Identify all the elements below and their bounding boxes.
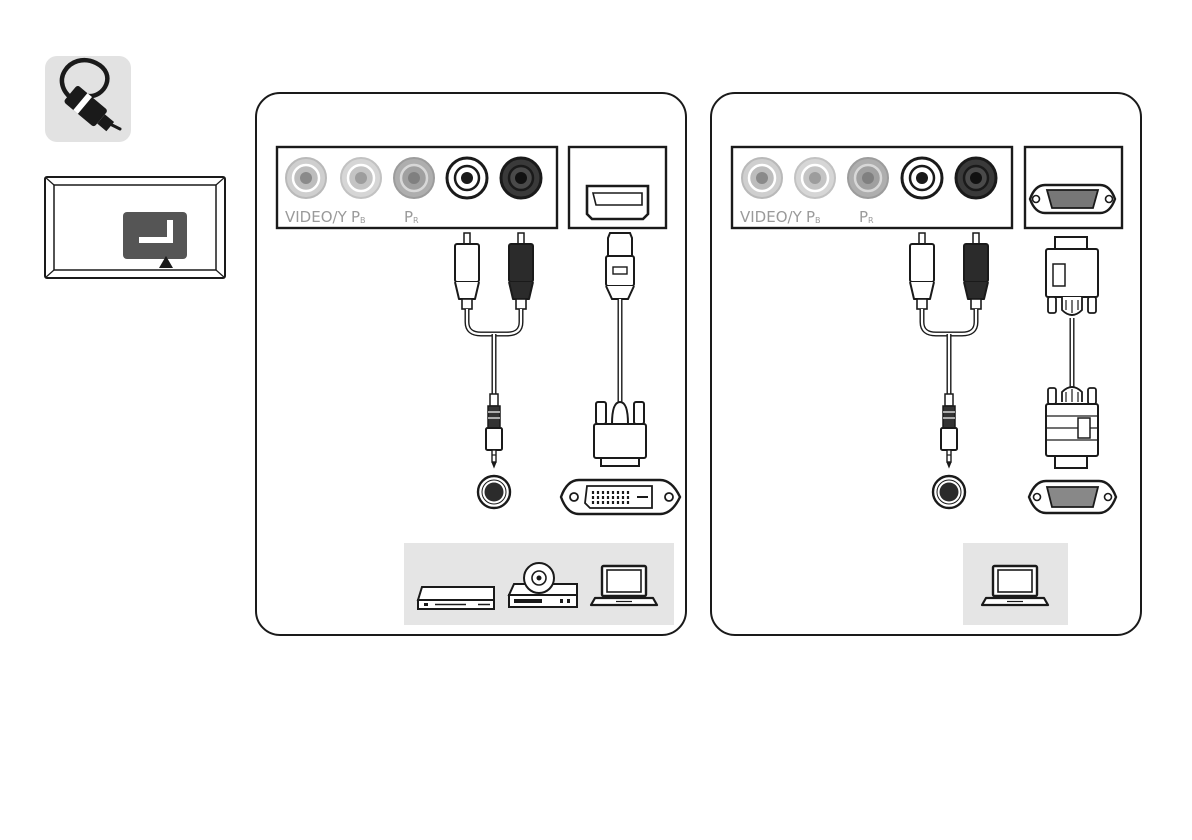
cable-category-icon: [45, 56, 131, 142]
vga-port-icon: [1030, 185, 1115, 213]
laptop-icon: [591, 566, 657, 605]
video-y-label: VIDEO/Y: [285, 208, 348, 226]
audio-right-jack: [501, 158, 541, 198]
video-y-jack: [742, 158, 782, 198]
dvi-port-icon: [561, 480, 680, 514]
pb-jack: [795, 158, 835, 198]
panel-hdmi-dvi: VIDEO/Y PB PR: [256, 93, 686, 635]
audio-left-jack: [902, 158, 942, 198]
audio-input-jack: [478, 476, 510, 508]
audio-right-jack: [956, 158, 996, 198]
tv-port-location-icon: [45, 177, 225, 278]
pb-jack: [341, 158, 381, 198]
audio-input-jack: [933, 476, 965, 508]
audio-left-jack: [447, 158, 487, 198]
pr-jack: [394, 158, 434, 198]
vga-source-port-icon: [1029, 481, 1116, 513]
laptop-icon: [982, 566, 1048, 605]
video-y-label: VIDEO/Y: [740, 208, 803, 226]
panel-rgb-vga: VIDEO/Y PB PR: [711, 93, 1141, 635]
dvd-player-icon: [418, 587, 494, 609]
pr-jack: [848, 158, 888, 198]
video-y-jack: [286, 158, 326, 198]
